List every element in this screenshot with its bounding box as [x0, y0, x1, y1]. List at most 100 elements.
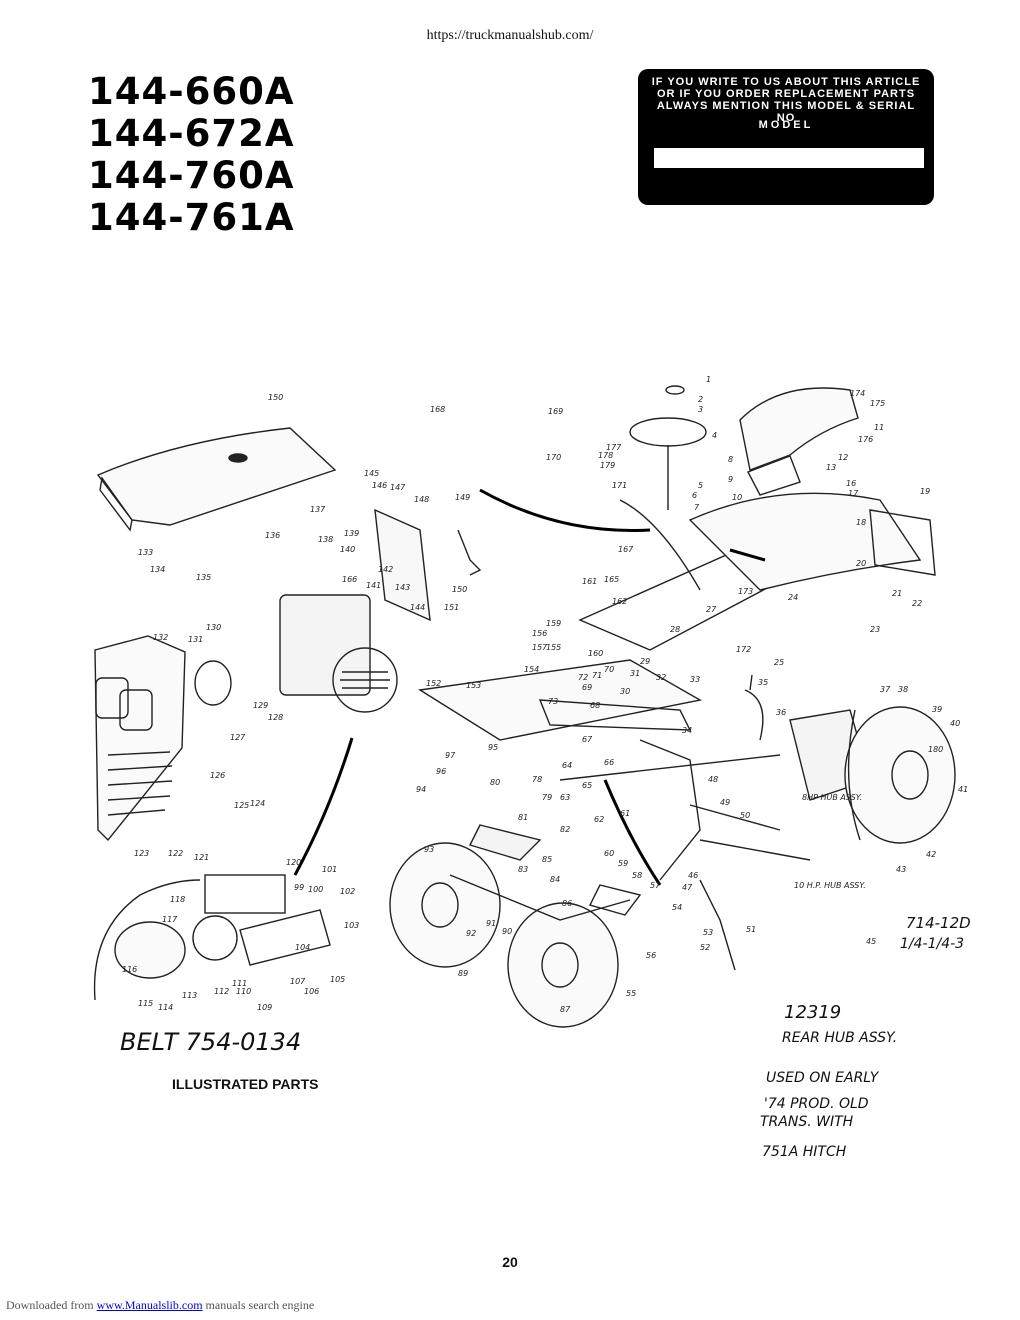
idler-pulley [192, 915, 238, 961]
model-number: 144-672A [88, 112, 295, 155]
callout: 168 [430, 405, 445, 414]
callout: 4 [712, 431, 717, 440]
caption: ILLUSTRATED PARTS [172, 1076, 319, 1092]
callout: 130 [206, 623, 221, 632]
callout: 175 [870, 399, 885, 408]
callout: 101 [322, 865, 337, 874]
frame-plate [418, 659, 702, 741]
callout: 73 [548, 697, 558, 706]
callout: 7 [694, 503, 700, 512]
shift-lever [744, 674, 764, 741]
callout: 159 [546, 619, 561, 628]
headlight-left [95, 677, 129, 719]
callout: 149 [455, 493, 470, 502]
source-url[interactable]: https://truckmanualshub.com/ [426, 28, 594, 43]
callout: 117 [162, 915, 178, 924]
spring-rod [699, 879, 736, 971]
callout: 113 [182, 991, 197, 1000]
footer-prefix: Downloaded from [6, 1298, 94, 1312]
callout: 85 [542, 855, 552, 864]
callout: 180 [928, 745, 943, 754]
callout: 50 [740, 811, 750, 820]
callout: 142 [378, 565, 393, 574]
callout: 53 [703, 928, 713, 937]
callout: 96 [436, 767, 446, 776]
pulley-housing [204, 874, 286, 914]
belt-leader [93, 879, 201, 1001]
callout: 90 [502, 927, 512, 936]
hitch-plate [869, 509, 936, 576]
callout: 40 [950, 719, 960, 728]
callout: 35 [758, 678, 768, 687]
order-notice-text: IF YOU WRITE TO US ABOUT THIS ARTICLE OR… [651, 76, 921, 124]
callout: 37 [880, 685, 891, 694]
callout: 173 [738, 587, 753, 596]
front-axle [449, 874, 631, 921]
callout: 171 [612, 481, 627, 490]
callout: 178 [598, 451, 613, 460]
callout: 2 [698, 395, 703, 404]
front-wheel-right [507, 902, 619, 1028]
callout: 161 [582, 577, 597, 586]
callout: 48 [708, 775, 718, 784]
callout: 146 [372, 481, 387, 490]
callout: 9 [728, 475, 733, 484]
brace [457, 529, 482, 576]
callout: 162 [612, 597, 627, 606]
callout: 49 [720, 798, 730, 807]
callout: 68 [590, 701, 600, 710]
manualslib-link[interactable]: www.Manualslib.com [96, 1298, 203, 1312]
callout: 150 [268, 393, 283, 402]
callout: 23 [870, 625, 880, 634]
callout: 169 [548, 407, 563, 416]
callout: 60 [604, 849, 614, 858]
callout: 43 [896, 865, 906, 874]
callout: 166 [342, 575, 357, 584]
model-label: MODEL [758, 119, 814, 131]
front-hub-right [541, 942, 579, 988]
callout: 152 [426, 679, 441, 688]
callout: 134 [150, 565, 165, 574]
callout: 172 [736, 645, 751, 654]
callout: 157 [532, 643, 548, 652]
callout: 21 [892, 589, 902, 598]
callout: 45 [866, 937, 876, 946]
headlight-right [119, 689, 153, 731]
callout: 72 [578, 673, 588, 682]
callout: 155 [546, 643, 561, 652]
callout: 55 [626, 989, 636, 998]
callout: 18 [856, 518, 866, 527]
callout: 151 [444, 603, 459, 612]
callout: 38 [898, 685, 908, 694]
callout: 65 [582, 781, 592, 790]
callout: 83 [518, 865, 528, 874]
callout: 95 [488, 743, 498, 752]
callout: 103 [344, 921, 359, 930]
callout: 170 [546, 453, 561, 462]
seal-ring [194, 660, 232, 706]
engine-block [279, 594, 371, 696]
callout: 135 [196, 573, 211, 582]
callout: 138 [318, 535, 333, 544]
callout: 136 [265, 531, 280, 540]
model-serial-field [654, 148, 924, 168]
callout: 62 [594, 815, 604, 824]
handwritten-part-number: 714-12D [906, 914, 971, 932]
callout: 1 [706, 375, 711, 384]
callout: 24 [788, 593, 798, 602]
callout: 177 [606, 443, 622, 452]
callout: 29 [640, 657, 650, 666]
callout: 51 [746, 925, 756, 934]
callout: 22 [912, 599, 922, 608]
callout: 67 [582, 735, 593, 744]
callout: 129 [253, 701, 268, 710]
grille-slats [107, 751, 173, 816]
callout: 82 [560, 825, 570, 834]
callout: 39 [932, 705, 942, 714]
callout: 104 [295, 943, 310, 952]
callout: 116 [122, 965, 137, 974]
callout: 174 [850, 389, 865, 398]
handwritten-hub-number: 12319 [784, 1002, 841, 1023]
callout: 94 [416, 785, 426, 794]
callout: 128 [268, 713, 283, 722]
